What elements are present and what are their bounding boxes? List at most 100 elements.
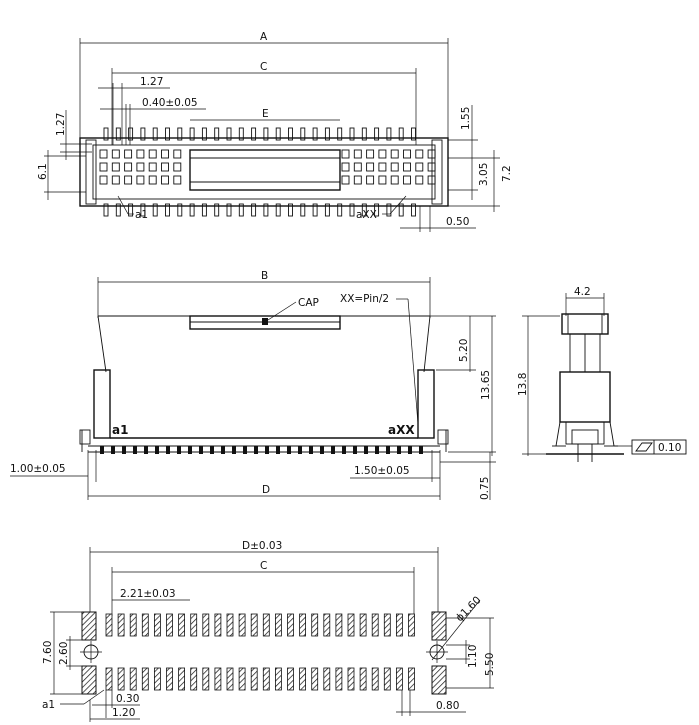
pin-leg [152,203,158,217]
pin-leg [263,203,269,217]
contact-square [341,149,350,159]
contact-square [403,149,411,159]
dim-61-label: 6.1 [37,163,49,180]
front-pin [298,446,302,454]
pad-top [226,613,234,637]
dim-b-label: B [261,270,268,282]
pad-top [395,613,403,637]
fp-dim-d-label: D±0.03 [242,540,282,552]
contact-square [353,162,362,172]
pad-top [371,613,379,637]
contact-square [136,149,145,159]
cap-label: CAP [298,297,319,309]
pin-leg [324,127,330,141]
dim-72-label: 7.2 [501,165,513,182]
pin-leg [189,127,195,141]
pad-top [347,613,355,637]
contact-square [427,162,436,172]
pin-leg [312,127,318,141]
dim-050-label: 0.50 [446,216,469,228]
pad-bottom [299,667,307,691]
pad-bottom [274,667,282,691]
pad-bottom [287,667,294,691]
pin-leg [226,203,232,217]
pin-leg [337,127,343,141]
dim-pin-width-label: 0.40±0.05 [142,97,198,109]
pin-leg [214,203,220,217]
front-pin [342,446,346,454]
dim-42-label: 4.2 [574,286,591,298]
pin-leg [386,203,392,217]
pad-bottom [395,667,403,691]
pad-top [274,613,282,637]
fp-dim-080-label: 0.80 [436,700,459,712]
front-pin [287,446,291,454]
pin-leg [275,203,281,217]
contact-square [148,149,157,159]
pin-leg [411,127,416,141]
contact-square [173,175,182,185]
pad-bottom [238,667,246,691]
pad-top [202,613,210,637]
pad-top [299,613,307,637]
pin-leg [238,203,244,217]
contact-square [415,175,424,185]
top-view-contacts [99,149,436,185]
pad-bottom [311,667,319,691]
pin-leg [103,203,109,217]
pad-top [408,613,415,637]
pin-leg [140,127,146,141]
front-pin [144,446,148,454]
contact-square [111,149,120,159]
pad-bottom [214,667,222,691]
front-pin [331,446,335,454]
pad-bottom [250,667,258,691]
contact-square [124,149,133,159]
pad-bottom [166,667,173,691]
contact-square [427,149,436,159]
pad-top [262,613,270,637]
front-pin [408,446,412,454]
contact-square [111,162,120,172]
dim-e-label: E [262,108,269,120]
contact-square [161,162,169,172]
dim-pitch-label: 1.27 [140,76,163,88]
front-pin [375,446,379,454]
fp-dim-c-label: C [260,560,267,572]
contact-square [161,149,169,159]
contact-square [366,162,375,172]
contact-square [390,149,399,159]
contact-square [124,162,133,172]
dim-520-label: 5.20 [458,339,470,362]
top-view-pins [103,127,416,217]
pad-top [335,613,343,637]
front-pin [265,446,269,454]
pad-bottom [202,667,210,691]
contact-square [99,175,108,185]
pin-leg [361,203,367,217]
pin-leg [275,127,281,141]
pin-leg [115,127,121,141]
pin-leg [361,127,367,141]
pad-bottom [117,667,125,691]
front-pin [419,446,423,454]
pin-leg [165,203,170,217]
dim-left-100-label: 1.00±0.05 [10,463,66,475]
contact-square [99,149,108,159]
front-pin [243,446,247,454]
pad-bottom [383,667,391,691]
front-pin [364,446,368,454]
front-a1-label: a1 [112,423,128,437]
xx-pins-label: XX=Pin/2 [340,293,389,305]
front-pin [155,446,159,454]
contact-square [378,175,387,185]
contact-square [378,162,387,172]
pin-leg [214,127,220,141]
contact-square [366,175,375,185]
contact-square [136,162,145,172]
front-pin [254,446,258,454]
front-view-pins [100,446,423,454]
front-pin [100,446,104,454]
dim-138-label: 13.8 [517,373,529,396]
